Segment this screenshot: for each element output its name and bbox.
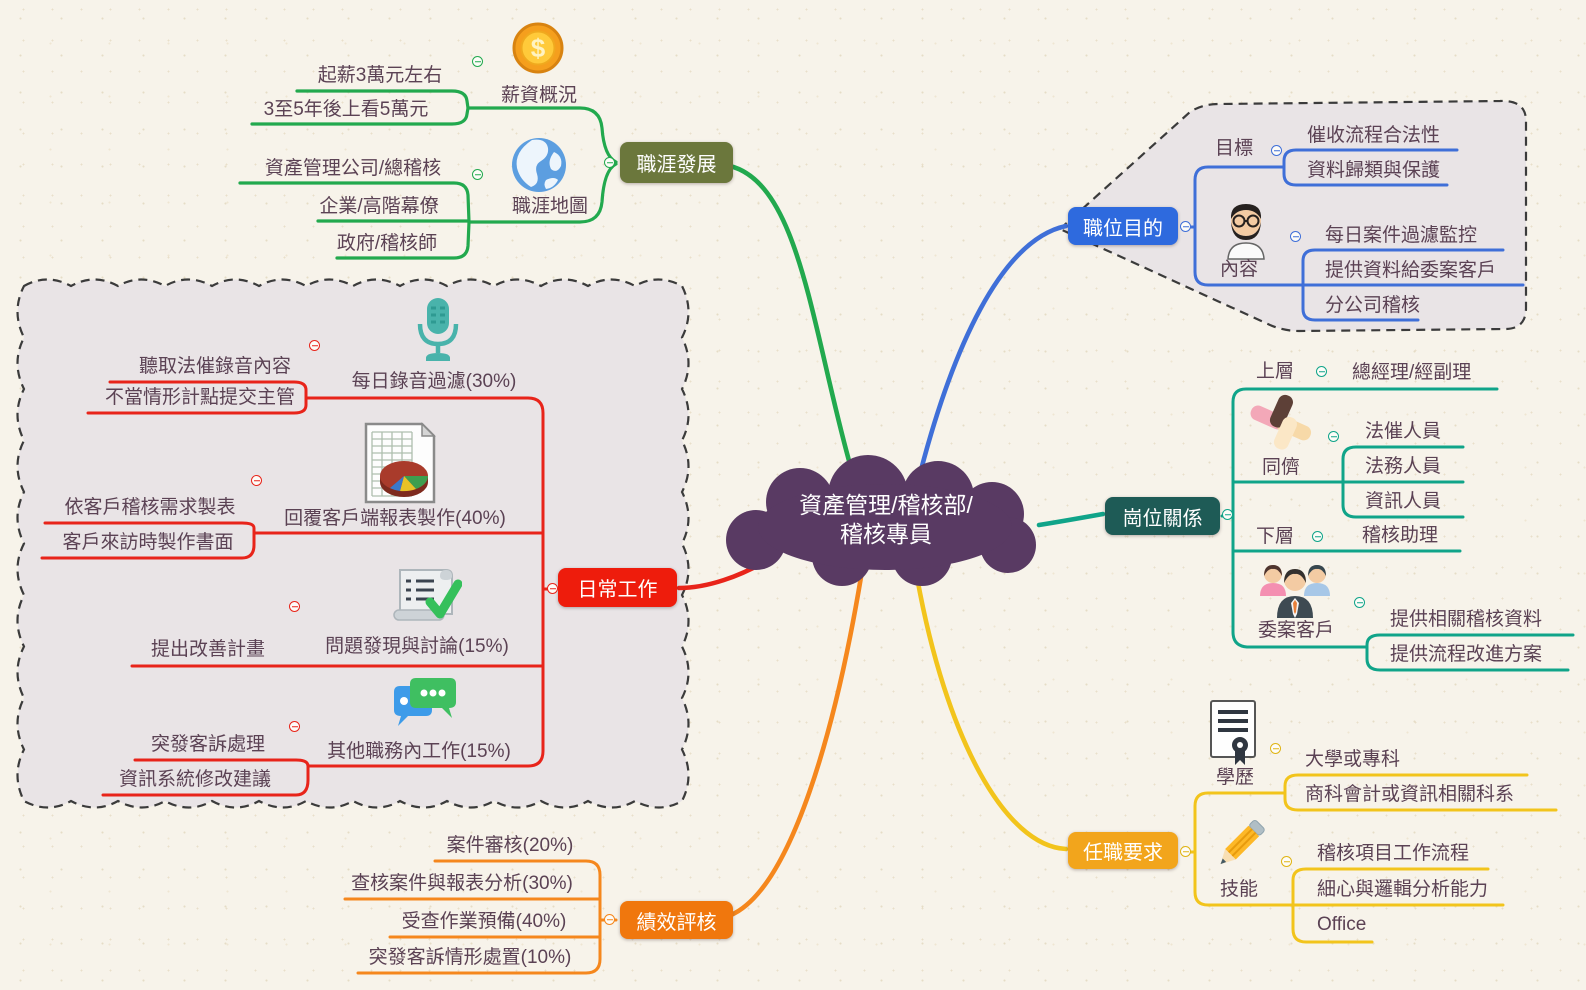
spreadsheet-chart-icon <box>364 422 436 504</box>
leaf-task1-1[interactable]: 聽取法催錄音內容 <box>138 356 292 377</box>
collapse-marker[interactable] <box>1271 145 1282 156</box>
chat-bubbles-icon <box>394 678 456 726</box>
collapse-marker[interactable] <box>1328 431 1339 442</box>
collapse-marker[interactable] <box>1270 743 1281 754</box>
leaf-content-3[interactable]: 分公司稽核 <box>1325 295 1421 316</box>
leaf-peers-3[interactable]: 資訊人員 <box>1365 491 1442 512</box>
central-topic-line1: 資產管理/稽核部/ <box>799 492 973 518</box>
topic-career-map[interactable]: 職涯地圖 <box>511 196 589 217</box>
business-people-icon <box>1260 565 1330 618</box>
topic-education[interactable]: 學歷 <box>1215 767 1255 788</box>
globe-icon <box>512 138 566 192</box>
pencil-icon <box>1220 819 1265 865</box>
topic-lower-level[interactable]: 下層 <box>1255 526 1295 547</box>
leaf-skills-1[interactable]: 稽核項目工作流程 <box>1317 843 1470 864</box>
collapse-marker[interactable] <box>472 169 483 180</box>
collapse-marker[interactable] <box>289 601 300 612</box>
certificate-icon <box>1210 700 1256 765</box>
leaf-clients-1[interactable]: 提供相關稽核資料 <box>1390 609 1543 630</box>
leaf-task3-1[interactable]: 提出改善計畫 <box>150 639 266 660</box>
central-cloud-shape[interactable] <box>726 455 1036 586</box>
topic-clients[interactable]: 委案客戶 <box>1257 620 1335 641</box>
leaf-lower-1[interactable]: 稽核助理 <box>1362 525 1439 546</box>
leaf-peers-2[interactable]: 法務人員 <box>1365 456 1442 477</box>
leaf-task1-2[interactable]: 不當情形計點提交主管 <box>104 387 296 408</box>
leaf-goal-2[interactable]: 資料歸類與保護 <box>1307 160 1441 181</box>
leaf-task2-2[interactable]: 客戶來訪時製作書面 <box>62 532 234 553</box>
leaf-career-map-2[interactable]: 企業/高階幕僚 <box>319 196 439 217</box>
collapse-marker[interactable] <box>604 914 615 925</box>
topic-goal[interactable]: 目標 <box>1214 138 1254 159</box>
leaf-task2-1[interactable]: 依客戶稽核需求製表 <box>64 497 236 518</box>
central-topic-title[interactable]: 資產管理/稽核部/ 稽核專員 <box>799 491 973 549</box>
leaf-salary-growth[interactable]: 3至5年後上看5萬元 <box>263 99 429 120</box>
collapse-marker[interactable] <box>472 56 483 67</box>
joined-hands-icon <box>1250 394 1312 450</box>
branch-node-relations[interactable]: 崗位關係 <box>1105 497 1220 535</box>
topic-content[interactable]: 內容 <box>1219 259 1259 280</box>
leaf-task4-1[interactable]: 突發客訴處理 <box>150 734 266 755</box>
topic-task-recording[interactable]: 每日錄音過濾(30%) <box>351 371 517 392</box>
leaf-skills-2[interactable]: 細心與邏輯分析能力 <box>1317 879 1489 900</box>
collapse-marker[interactable] <box>1354 597 1365 608</box>
leaf-performance-2[interactable]: 查核案件與報表分析(30%) <box>351 873 573 894</box>
leaf-performance-3[interactable]: 受查作業預備(40%) <box>401 911 567 932</box>
central-topic-line2: 稽核專員 <box>840 521 932 547</box>
microphone-icon <box>417 298 459 361</box>
leaf-peers-1[interactable]: 法催人員 <box>1365 421 1442 442</box>
collapse-marker[interactable] <box>547 583 558 594</box>
leaf-salary-start[interactable]: 起薪3萬元左右 <box>317 65 443 86</box>
collapse-marker[interactable] <box>1312 531 1323 542</box>
leaf-career-map-3[interactable]: 政府/稽核師 <box>336 233 438 254</box>
job-purpose-region-border <box>1058 99 1528 333</box>
leaf-performance-1[interactable]: 案件審核(20%) <box>446 835 574 856</box>
leaf-clients-2[interactable]: 提供流程改進方案 <box>1390 644 1543 665</box>
branch-node-daily-work[interactable]: 日常工作 <box>558 568 677 607</box>
topic-task-other[interactable]: 其他職務內工作(15%) <box>327 741 511 762</box>
topic-peers[interactable]: 同儕 <box>1261 457 1301 478</box>
collapse-marker[interactable] <box>1180 221 1191 232</box>
leaf-performance-4[interactable]: 突發客訴情形處置(10%) <box>368 947 572 968</box>
leaf-education-1[interactable]: 大學或專科 <box>1305 749 1401 770</box>
person-avatar-icon <box>1227 204 1265 260</box>
collapse-marker[interactable] <box>604 157 615 168</box>
branch-node-career[interactable]: 職涯發展 <box>620 142 733 183</box>
collapse-marker[interactable] <box>251 475 262 486</box>
topic-upper-level[interactable]: 上層 <box>1255 361 1295 382</box>
collapse-marker[interactable] <box>289 721 300 732</box>
topic-skills[interactable]: 技能 <box>1219 879 1259 900</box>
collapse-marker[interactable] <box>1222 509 1233 520</box>
leaf-content-2[interactable]: 提供資料給委案客戶 <box>1325 260 1497 281</box>
collapse-marker[interactable] <box>1180 846 1191 857</box>
leaf-task4-2[interactable]: 資訊系統修改建議 <box>118 769 272 790</box>
topic-task-report[interactable]: 回覆客戶端報表製作(40%) <box>284 508 506 529</box>
leaf-content-1[interactable]: 每日案件過濾監控 <box>1325 225 1478 246</box>
collapse-marker[interactable] <box>1290 231 1301 242</box>
leaf-education-2[interactable]: 商科會計或資訊相關科系 <box>1305 784 1515 805</box>
collapse-marker[interactable] <box>1281 856 1292 867</box>
leaf-skills-3[interactable]: Office <box>1317 914 1367 935</box>
branch-node-performance[interactable]: 績效評核 <box>620 901 733 939</box>
branch-node-purpose[interactable]: 職位目的 <box>1068 207 1178 245</box>
leaf-goal-1[interactable]: 催收流程合法性 <box>1307 125 1441 146</box>
checklist-scroll-icon <box>393 569 462 621</box>
branch-node-requirements[interactable]: 任職要求 <box>1068 832 1178 869</box>
svg-text:$: $ <box>531 33 546 63</box>
leaf-career-map-1[interactable]: 資產管理公司/總稽核 <box>264 158 442 179</box>
topic-salary[interactable]: 薪資概況 <box>500 85 578 106</box>
collapse-marker[interactable] <box>309 340 320 351</box>
topic-task-discussion[interactable]: 問題發現與討論(15%) <box>325 636 509 657</box>
coin-icon: $ <box>512 22 564 74</box>
collapse-marker[interactable] <box>1316 366 1327 377</box>
leaf-upper-1[interactable]: 總經理/經副理 <box>1352 362 1472 383</box>
